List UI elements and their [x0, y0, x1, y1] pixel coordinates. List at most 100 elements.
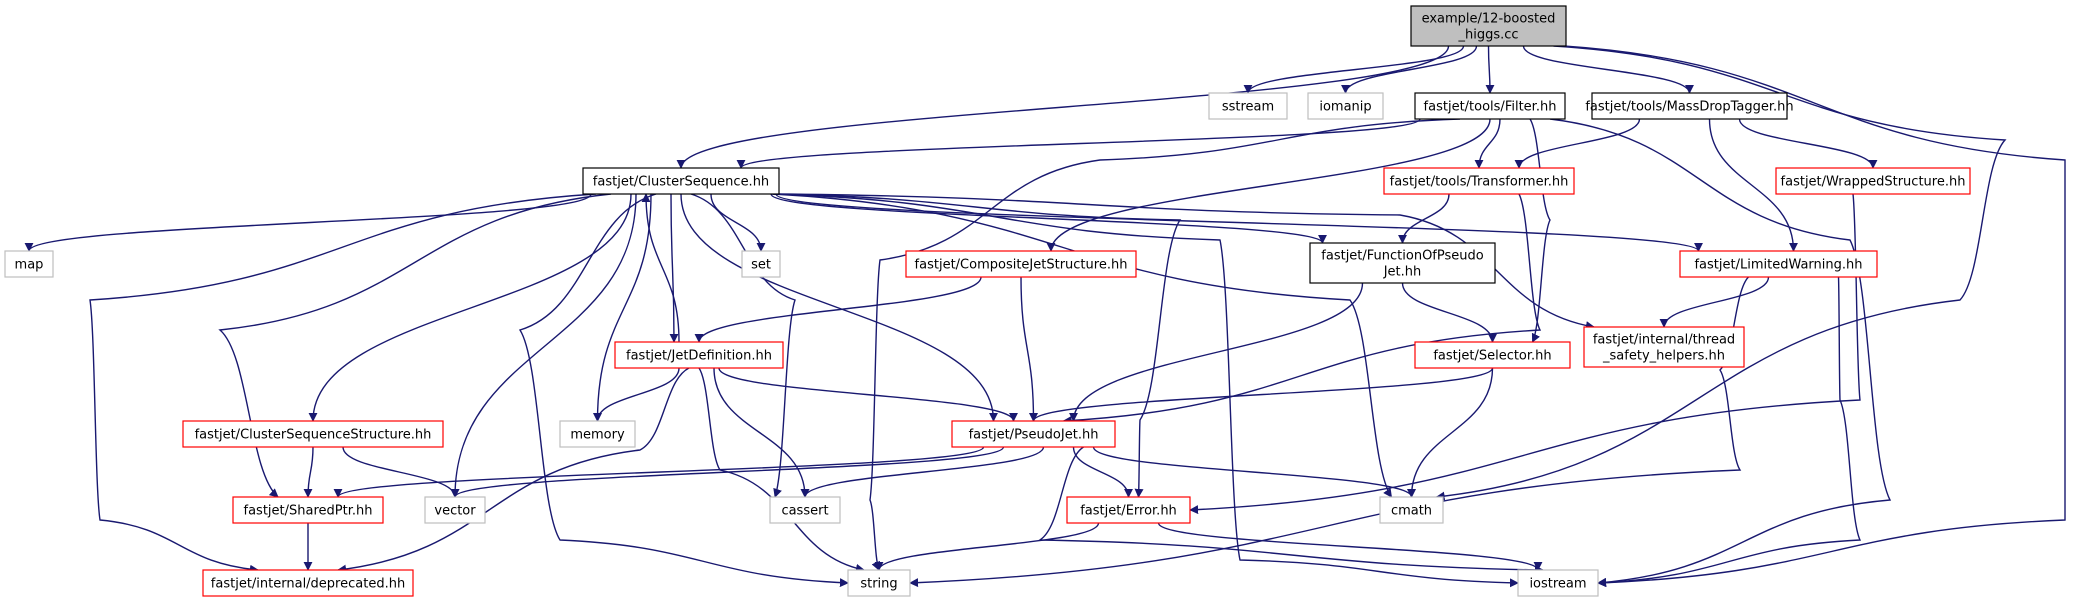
node-label-cmath: cmath	[1391, 504, 1432, 519]
node-pseudojet[interactable]: fastjet/PseudoJet.hh	[951, 420, 1116, 448]
edge-clusterseq-to-error	[770, 193, 1182, 498]
edge-clusterseq-to-pseudojet	[680, 193, 998, 422]
node-label-vector: vector	[434, 504, 476, 519]
node-label-limited: fastjet/LimitedWarning.hh	[1694, 258, 1862, 273]
node-composite[interactable]: fastjet/CompositeJetStructure.hh	[905, 250, 1137, 278]
edge-filter-to-iostream	[1549, 118, 1892, 587]
node-iomanip: iomanip	[1307, 92, 1384, 120]
edge-clusterseq-to-vector	[450, 193, 637, 498]
node-label-string: string	[860, 577, 897, 592]
node-selector[interactable]: fastjet/Selector.hh	[1414, 341, 1571, 369]
node-label-transformer: fastjet/tools/Transformer.hh	[1390, 175, 1569, 190]
edge-clusterseq-to-csstructure	[308, 193, 632, 422]
edge-root-to-iomanip	[1341, 45, 1478, 94]
edge-error-to-string	[874, 522, 1100, 571]
edge-transformer-to-pseudojet	[1062, 193, 1542, 426]
node-label-deprecated: fastjet/internal/deprecated.hh	[211, 577, 405, 592]
edge-jetdef-to-memory	[593, 367, 680, 422]
edge-jetdef-to-string	[698, 367, 865, 573]
edge-filter-to-transformer	[1474, 118, 1501, 169]
edge-composite-to-jetdef	[694, 276, 982, 343]
edge-selector-to-cmath	[1407, 367, 1494, 498]
node-box-csstructure	[182, 420, 444, 448]
node-box-composite	[905, 250, 1137, 278]
node-box-iomanip	[1307, 92, 1384, 120]
edge-clusterseq-to-limited	[775, 193, 1703, 252]
node-box-memory	[559, 420, 636, 448]
node-label-selector: fastjet/Selector.hh	[1433, 349, 1551, 364]
edge-pseudojet-to-vector	[450, 446, 1005, 498]
node-csstructure[interactable]: fastjet/ClusterSequenceStructure.hh	[182, 420, 444, 448]
node-box-transformer	[1383, 167, 1575, 195]
node-wrapped[interactable]: fastjet/WrappedStructure.hh	[1775, 167, 1971, 195]
node-box-iostream	[1517, 569, 1599, 597]
node-box-deprecated	[202, 569, 414, 597]
node-label-functionof: Jet.hh	[1383, 265, 1422, 280]
edge-clusterseq-to-threadsafety	[775, 193, 1595, 331]
node-label-wrapped: fastjet/WrappedStructure.hh	[1781, 175, 1966, 190]
node-box-massdrop	[1591, 92, 1788, 120]
node-massdrop[interactable]: fastjet/tools/MassDropTagger.hh	[1585, 92, 1794, 120]
edge-clusterseq-to-functionof	[770, 193, 1327, 244]
node-deprecated[interactable]: fastjet/internal/deprecated.hh	[202, 569, 414, 597]
node-limited[interactable]: fastjet/LimitedWarning.hh	[1679, 250, 1878, 278]
node-cassert: cassert	[769, 496, 841, 524]
node-box-clusterseq	[582, 167, 780, 195]
node-map: map	[4, 250, 54, 278]
node-clusterseq[interactable]: fastjet/ClusterSequence.hh	[582, 167, 780, 195]
node-label-threadsafety: _safety_helpers.hh	[1602, 349, 1725, 364]
node-label-map: map	[15, 258, 44, 273]
edge-clusterseq-to-string	[518, 193, 849, 588]
node-iostream: iostream	[1517, 569, 1599, 597]
edge-jetdef-to-pseudojet	[718, 367, 1018, 422]
edge-filter-to-string	[869, 118, 1461, 571]
node-box-set	[741, 250, 781, 278]
node-label-cassert: cassert	[781, 504, 828, 519]
node-box-string	[847, 569, 911, 597]
edge-csstructure-to-sharedptr	[303, 446, 314, 498]
edge-clusterseq-to-set	[710, 193, 766, 252]
node-label-csstructure: fastjet/ClusterSequenceStructure.hh	[195, 428, 432, 443]
node-set: set	[741, 250, 781, 278]
node-vector: vector	[424, 496, 486, 524]
edge-limited-to-threadsafety	[1659, 276, 1770, 328]
node-label-iomanip: iomanip	[1319, 100, 1371, 115]
node-label-error: fastjet/Error.hh	[1080, 504, 1177, 519]
node-label-memory: memory	[570, 428, 625, 443]
node-filter[interactable]: fastjet/tools/Filter.hh	[1414, 92, 1566, 120]
node-box-filter	[1414, 92, 1566, 120]
node-transformer[interactable]: fastjet/tools/Transformer.hh	[1383, 167, 1575, 195]
node-box-limited	[1679, 250, 1878, 278]
node-box-error	[1066, 496, 1191, 524]
edge-filter-to-selector	[1529, 118, 1551, 343]
node-label-massdrop: fastjet/tools/MassDropTagger.hh	[1585, 100, 1793, 115]
node-box-threadsafety	[1583, 326, 1745, 368]
node-box-map	[4, 250, 54, 278]
edge-clusterseq-to-iostream	[772, 193, 1519, 588]
node-cmath: cmath	[1379, 496, 1444, 524]
edge-pseudojet-to-iostream	[1037, 446, 1544, 575]
node-box-jetdef	[614, 341, 784, 369]
node-box-root	[1410, 5, 1567, 47]
edge-csstructure-to-vector	[342, 446, 460, 498]
node-error[interactable]: fastjet/Error.hh	[1066, 496, 1191, 524]
node-label-root: example/12-boosted	[1422, 12, 1556, 27]
edge-root-to-iostream	[1563, 45, 2066, 588]
node-label-composite: fastjet/CompositeJetStructure.hh	[915, 258, 1128, 273]
edge-clusterseq-to-cmath	[772, 193, 1393, 498]
node-memory: memory	[559, 420, 636, 448]
node-threadsafety[interactable]: fastjet/internal/thread_safety_helpers.h…	[1583, 326, 1745, 368]
node-label-filter: fastjet/tools/Filter.hh	[1424, 100, 1557, 115]
node-root: example/12-boosted_higgs.cc	[1410, 5, 1567, 47]
node-jetdef[interactable]: fastjet/JetDefinition.hh	[614, 341, 784, 369]
node-label-root: _higgs.cc	[1457, 28, 1518, 43]
node-box-cassert	[769, 496, 841, 524]
edge-limited-to-iostream	[1597, 276, 1862, 588]
node-sharedptr[interactable]: fastjet/SharedPtr.hh	[232, 496, 384, 524]
node-label-clusterseq: fastjet/ClusterSequence.hh	[593, 175, 769, 190]
edge-massdrop-to-transformer	[1514, 118, 1641, 169]
node-box-vector	[424, 496, 486, 524]
